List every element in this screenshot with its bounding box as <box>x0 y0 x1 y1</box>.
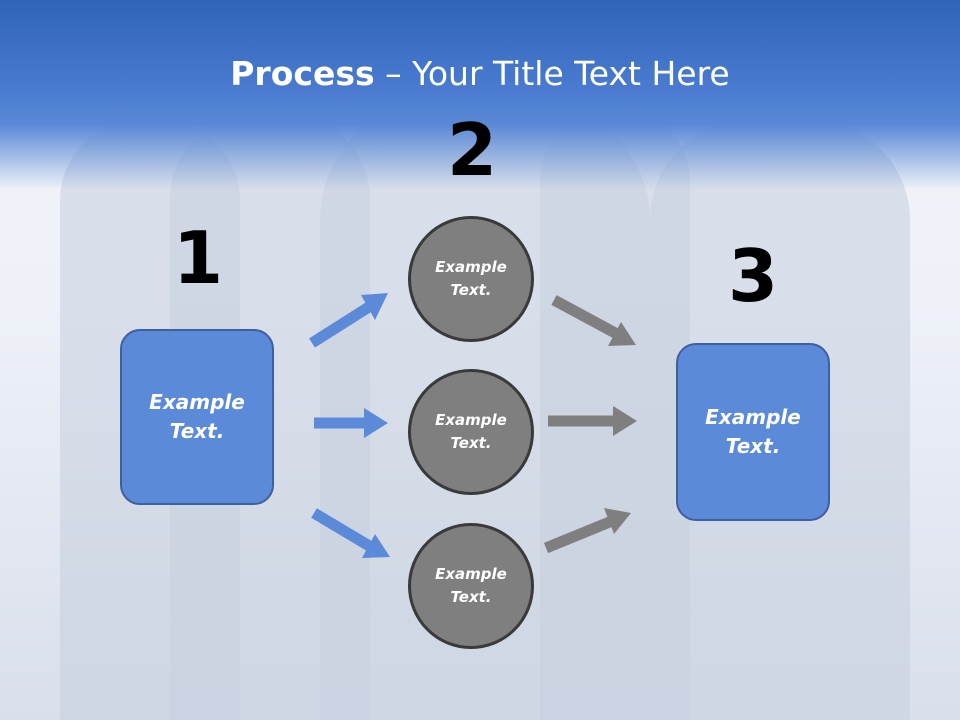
step-number-2: 2 <box>446 108 498 192</box>
circle-line1: Example <box>435 258 507 276</box>
circle-line2: Text. <box>450 588 492 606</box>
step-3-box: Example Text. <box>676 343 830 521</box>
arrow-right-middle <box>548 406 637 436</box>
circle-line2: Text. <box>450 281 492 299</box>
arrow-right-top <box>551 295 636 346</box>
step-2-circle-top: Example Text. <box>408 216 534 342</box>
step-number-3: 3 <box>727 234 779 318</box>
circle-line2: Text. <box>450 434 492 452</box>
step-number-1: 1 <box>172 216 224 300</box>
arrow-right-bottom <box>543 508 631 554</box>
step-3-box-line2: Text. <box>725 434 781 458</box>
circle-text: Example Text. <box>435 563 507 609</box>
slide-title-rest: – Your Title Text Here <box>374 54 730 93</box>
arrow-left-middle <box>314 408 388 438</box>
step-1-box-line2: Text. <box>169 419 225 443</box>
header-band <box>0 0 960 200</box>
circle-line1: Example <box>435 565 507 583</box>
step-3-box-text: Example Text. <box>705 403 801 461</box>
circle-text: Example Text. <box>435 256 507 302</box>
step-2-circle-bottom: Example Text. <box>408 523 534 649</box>
slide-title-bold: Process <box>230 54 375 93</box>
step-2-circle-middle: Example Text. <box>408 369 534 495</box>
step-1-box-text: Example Text. <box>149 388 245 446</box>
circle-text: Example Text. <box>435 409 507 455</box>
arrow-left-bottom <box>311 508 390 558</box>
step-1-box: Example Text. <box>120 329 274 505</box>
step-3-box-line1: Example <box>705 405 801 429</box>
arrow-left-top <box>309 293 388 348</box>
step-1-box-line1: Example <box>149 390 245 414</box>
slide-title: Process – Your Title Text Here <box>0 52 960 96</box>
circle-line1: Example <box>435 411 507 429</box>
